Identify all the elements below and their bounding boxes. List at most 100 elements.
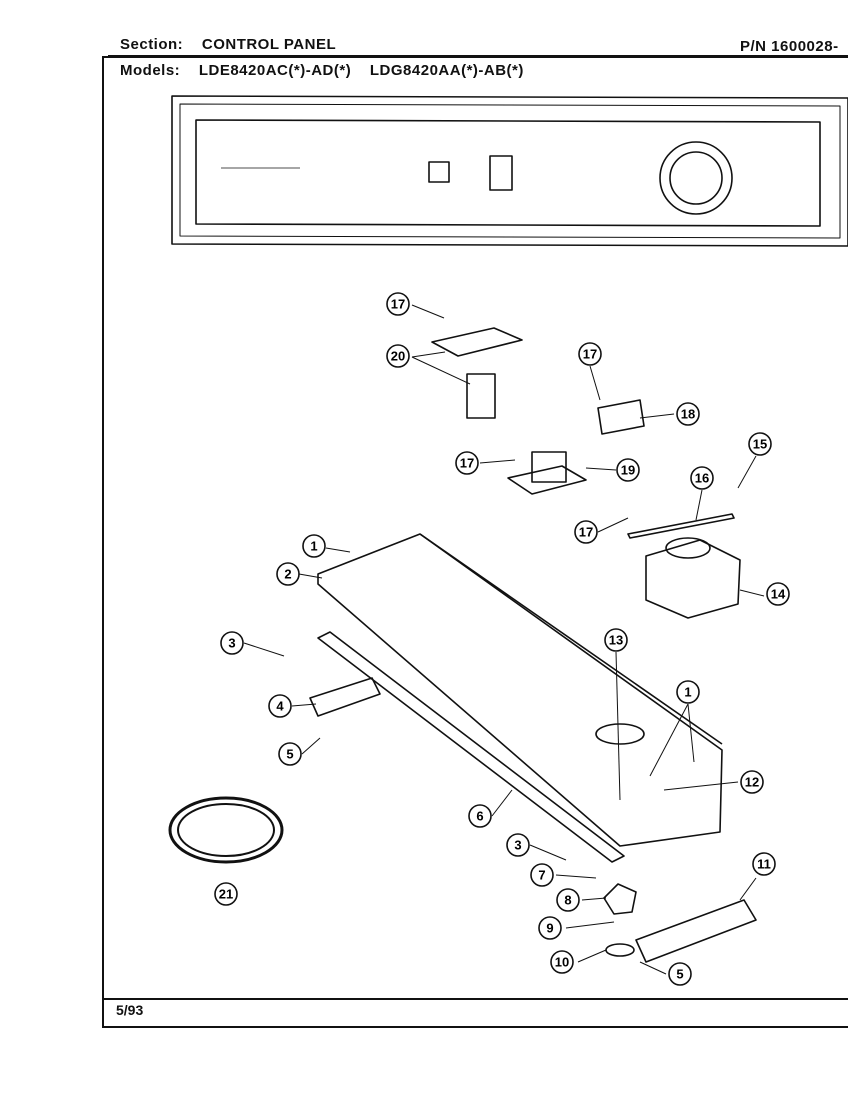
callout-17: 17: [455, 451, 479, 475]
revision-date: 5/93: [116, 1002, 144, 1018]
callout-6: 6: [468, 804, 492, 828]
callout-label: 9: [546, 921, 553, 936]
callout-label: 1: [310, 539, 317, 554]
callout-label: 6: [476, 809, 483, 824]
console-panel: [171, 95, 848, 247]
callout-15: 15: [748, 432, 772, 456]
callout-10: 10: [550, 950, 574, 974]
callout-label: 1: [684, 685, 691, 700]
footer-rule: [102, 998, 848, 1000]
callout-label: 14: [771, 587, 786, 602]
callout-circle: [604, 628, 628, 652]
callout-label: 17: [391, 297, 405, 312]
callout-label: 4: [276, 699, 284, 714]
callout-label: 5: [286, 747, 293, 762]
part-18-switch: [597, 399, 645, 435]
callout-circle: [278, 742, 302, 766]
callout-circle: [455, 451, 479, 475]
callout-5: 5: [668, 962, 692, 986]
callout-circle: [268, 694, 292, 718]
callout-label: 13: [609, 633, 623, 648]
callout-17: 17: [578, 342, 602, 366]
callout-label: 11: [757, 857, 771, 872]
model-2: LDG8420AA(*)-AB(*): [369, 62, 524, 79]
part-6-lower-panel: [317, 631, 625, 863]
callout-circle: [748, 432, 772, 456]
callout-circle: [752, 852, 776, 876]
callout-14: 14: [766, 582, 790, 606]
leader-lines: [243, 304, 765, 975]
callout-circle: [676, 402, 700, 426]
diagram-frame: [102, 56, 848, 1028]
callout-label: 16: [695, 471, 709, 486]
section-heading: Section: CONTROL PANEL: [120, 36, 336, 53]
callout-label: 2: [284, 567, 291, 582]
part-number: P/N 1600028-: [740, 38, 839, 55]
callout-label: 20: [391, 349, 405, 364]
section-value: CONTROL PANEL: [201, 36, 337, 53]
callout-label: 17: [460, 456, 474, 471]
callout-label: 21: [219, 887, 233, 902]
callout-label: 17: [583, 347, 597, 362]
callout-label: 5: [676, 967, 683, 982]
part-8-knob: [603, 883, 637, 915]
callout-13: 13: [604, 628, 628, 652]
callout-circle: [468, 804, 492, 828]
models-label: Models:: [120, 62, 181, 79]
models-heading: Models: LDE8420AC(*)-AD(*) LDG8420AA(*)-…: [120, 62, 524, 79]
callout-circle: [386, 292, 410, 316]
callout-8: 8: [556, 888, 580, 912]
part-10-cap: [605, 943, 635, 957]
callout-label: 3: [228, 636, 235, 651]
callout-circle: [302, 534, 326, 558]
model-1: LDE8420AC(*)-AD(*): [198, 62, 352, 79]
callout-18: 18: [676, 402, 700, 426]
callout-circle: [556, 888, 580, 912]
callout-circle: [676, 680, 700, 704]
callout-circle: [578, 342, 602, 366]
part-19-switch: [507, 451, 587, 495]
callout-17: 17: [574, 520, 598, 544]
callout-label: 7: [538, 868, 545, 883]
callout-label: 19: [621, 463, 635, 478]
callout-9: 9: [538, 916, 562, 940]
callout-3: 3: [506, 833, 530, 857]
callout-circle: [616, 458, 640, 482]
callout-12: 12: [740, 770, 764, 794]
callout-circle: [550, 950, 574, 974]
callout-17: 17: [386, 292, 410, 316]
part-14-timer: [645, 537, 741, 619]
part-2-panel-bracket: [317, 533, 723, 847]
callout-21: 21: [214, 882, 238, 906]
callout-circle: [538, 916, 562, 940]
callout-2: 2: [276, 562, 300, 586]
callout-label: 17: [579, 525, 593, 540]
callout-1: 1: [676, 680, 700, 704]
callout-label: 8: [564, 893, 571, 908]
callout-3: 3: [220, 631, 244, 655]
callout-7: 7: [530, 863, 554, 887]
callout-circle: [276, 562, 300, 586]
callout-16: 16: [690, 466, 714, 490]
callout-circle: [530, 863, 554, 887]
callout-circle: [506, 833, 530, 857]
callout-circle: [766, 582, 790, 606]
callout-11: 11: [752, 852, 776, 876]
callout-5: 5: [278, 742, 302, 766]
callout-4: 4: [268, 694, 292, 718]
callout-label: 15: [753, 437, 767, 452]
callout-circle: [220, 631, 244, 655]
callout-label: 12: [745, 775, 759, 790]
part-20-switch: [431, 327, 523, 419]
part-16-bracket: [627, 513, 735, 539]
callout-19: 19: [616, 458, 640, 482]
part-11-support: [635, 899, 757, 963]
callout-1: 1: [302, 534, 326, 558]
callout-20: 20: [386, 344, 410, 368]
callout-label: 10: [555, 955, 569, 970]
callout-circle: [740, 770, 764, 794]
part-4-bracket: [309, 677, 381, 717]
callout-circle: [574, 520, 598, 544]
